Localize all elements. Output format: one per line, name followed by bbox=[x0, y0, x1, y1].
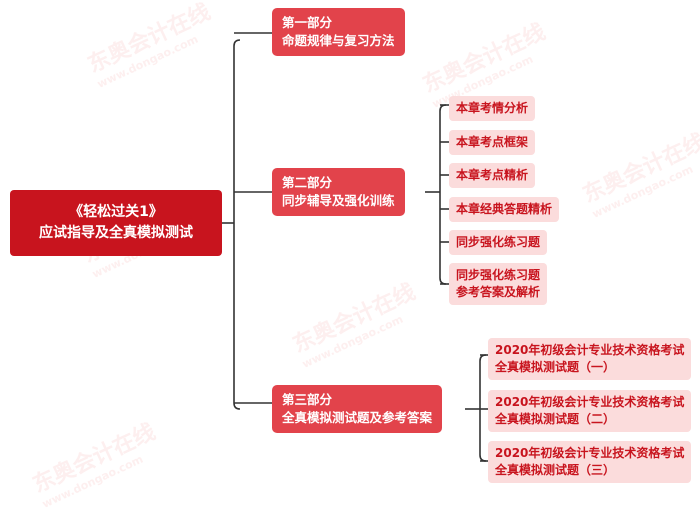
leaf-label: 全真模拟测试题（一） bbox=[495, 360, 616, 374]
leaf-label: 参考答案及解析 bbox=[456, 285, 541, 299]
connector-part2-trunk bbox=[439, 104, 447, 285]
leaf-label: 全真模拟测试题（三） bbox=[495, 463, 616, 477]
connector-lines bbox=[222, 32, 488, 462]
part-3-item-1: 2020年初级会计专业技术资格考试 全真模拟测试题（一） bbox=[488, 338, 692, 380]
leaf-label: 同步强化练习题 bbox=[456, 268, 541, 282]
part-3-item-3: 2020年初级会计专业技术资格考试 全真模拟测试题（三） bbox=[488, 441, 692, 483]
part-2-label: 第二部分 bbox=[282, 175, 333, 190]
leaf-label: 同步强化练习题 bbox=[456, 235, 541, 249]
leaf-label: 本章考情分析 bbox=[456, 101, 529, 115]
root-node: 《轻松过关1》 应试指导及全真模拟测试 bbox=[10, 190, 222, 256]
leaf-label: 本章考点框架 bbox=[456, 135, 529, 149]
leaf-label: 2020年初级会计专业技术资格考试 bbox=[495, 395, 685, 409]
leaf-label: 2020年初级会计专业技术资格考试 bbox=[495, 446, 685, 460]
part-3-item-2: 2020年初级会计专业技术资格考试 全真模拟测试题（二） bbox=[488, 390, 692, 432]
part-2-item-3: 本章考点精析 bbox=[449, 163, 536, 188]
leaf-label: 2020年初级会计专业技术资格考试 bbox=[495, 343, 685, 357]
part-1-label: 第一部分 bbox=[282, 15, 333, 30]
leaf-label: 全真模拟测试题（二） bbox=[495, 412, 616, 426]
connector-part3-trunk bbox=[479, 354, 487, 462]
connector-trunk bbox=[233, 39, 241, 410]
leaf-label: 本章经典答题精析 bbox=[456, 202, 553, 216]
part-2-item-4: 本章经典答题精析 bbox=[449, 197, 560, 222]
part-2-item-1: 本章考情分析 bbox=[449, 96, 536, 121]
root-subtitle: 应试指导及全真模拟测试 bbox=[39, 225, 193, 241]
root-title: 《轻松过关1》 bbox=[69, 204, 163, 220]
part-2-item-2: 本章考点框架 bbox=[449, 130, 536, 155]
part-1-node: 第一部分 命题规律与复习方法 bbox=[272, 8, 405, 56]
part-3-title: 全真模拟测试题及参考答案 bbox=[282, 410, 433, 425]
part-2-item-6: 同步强化练习题 参考答案及解析 bbox=[449, 263, 548, 305]
part-3-label: 第三部分 bbox=[282, 392, 333, 407]
part-2-node: 第二部分 同步辅导及强化训练 bbox=[272, 168, 405, 216]
leaf-label: 本章考点精析 bbox=[456, 168, 529, 182]
part-1-title: 命题规律与复习方法 bbox=[282, 33, 395, 48]
part-3-node: 第三部分 全真模拟测试题及参考答案 bbox=[272, 385, 443, 433]
part-2-title: 同步辅导及强化训练 bbox=[282, 193, 395, 208]
part-2-item-5: 同步强化练习题 bbox=[449, 230, 548, 255]
